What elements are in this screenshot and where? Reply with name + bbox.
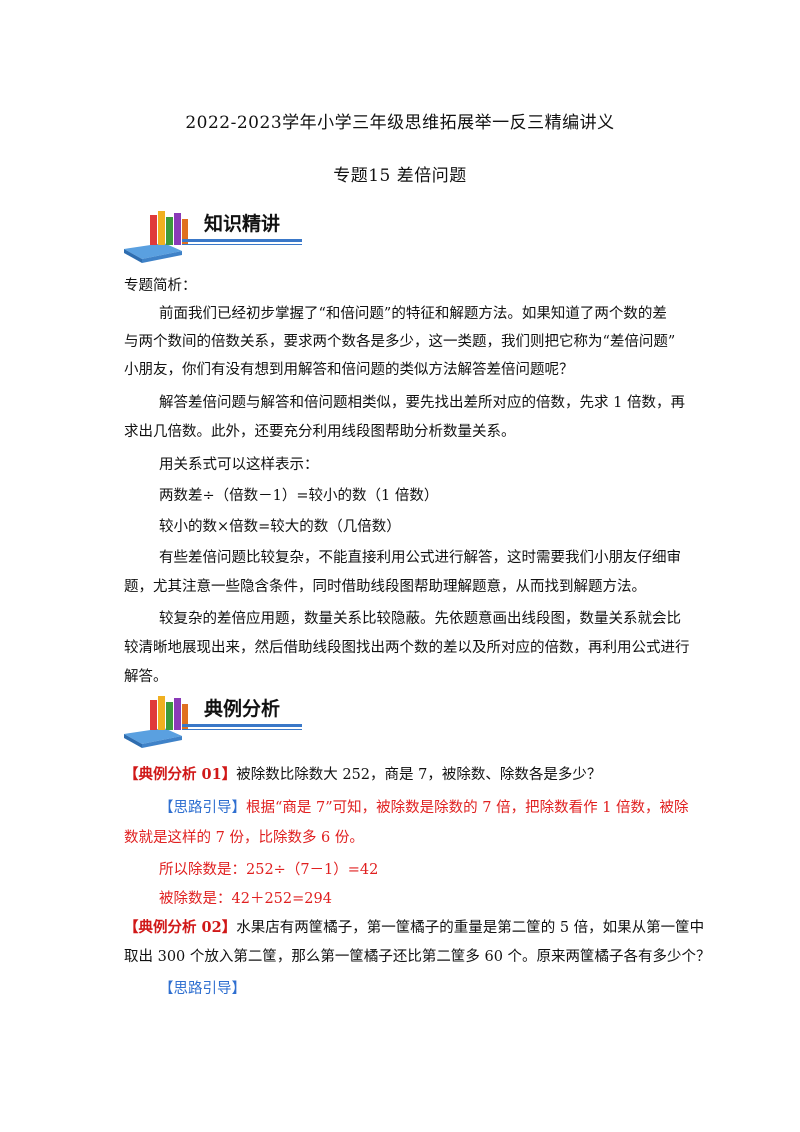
paragraph-line: 有些差倍问题比较复杂，不能直接利用公式进行解答，这时需要我们小朋友仔细审 [159, 550, 681, 566]
paragraph-line: 较复杂的差倍应用题，数量关系比较隐蔽。先依题意画出线段图，数量关系就会比 [159, 611, 681, 627]
paragraph-line: 解答差倍问题与解答和倍问题相类似，要先找出差所对应的倍数，先求 1 倍数，再 [159, 395, 685, 411]
example2-hint: 【思路引导】 [159, 979, 719, 999]
document-subtitle: 专题15 差倍问题 [333, 166, 467, 186]
example1-question: 【典例分析 01】被除数比除数大 252，商是 7，被除数、除数各是多少？ [124, 765, 684, 785]
question-text: 被除数比除数大 252，商是 7，被除数、除数各是多少？ [236, 767, 602, 783]
hint-text: 数就是这样的 7 份，比除数多 6 份。 [124, 830, 364, 846]
paragraph-line: 题，尤其注意一些隐含条件，同时借助线段图帮助理解题意，从而找到解题方法。 [124, 579, 646, 595]
intro-heading: 专题简析： [124, 278, 197, 294]
books-icon [124, 696, 188, 748]
paragraph-line: 前面我们已经初步掌握了“和倍问题”的特征和解题方法。如果知道了两个数的差 [159, 306, 667, 322]
section-underline [182, 239, 302, 242]
paragraph-line: 解答。 [124, 669, 168, 685]
paragraph-line: 用关系式可以这样表示： [159, 457, 319, 473]
books-icon [124, 211, 188, 263]
hint-tag: 【思路引导】 [159, 800, 246, 816]
document-title: 2022-2023学年小学三年级思维拓展举一反三精编讲义 [185, 113, 615, 133]
question-text: 取出 300 个放入第二筐，那么第一筐橘子还比第二筐多 60 个。原来两筐橘子各… [124, 949, 711, 965]
section-underline-thin [182, 244, 302, 245]
section-header-examples: 典例分析 [120, 690, 310, 750]
answer-line: 被除数是：42＋252=294 [159, 891, 332, 907]
paragraph-line: 小朋友，你们有没有想到用解答和倍问题的类似方法解答差倍问题呢？ [124, 362, 574, 378]
example2-question: 【典例分析 02】水果店有两筐橘子，第一筐橘子的重量是第二筐的 5 倍，如果从第… [124, 918, 704, 938]
hint-tag: 【思路引导】 [159, 981, 246, 997]
section-header-knowledge: 知识精讲 [120, 205, 310, 265]
paragraph-line: 求出几倍数。此外，还要充分利用线段图帮助分析数量关系。 [124, 424, 516, 440]
answer-line: 所以除数是：252÷（7－1）=42 [159, 862, 379, 878]
question-text: 水果店有两筐橘子，第一筐橘子的重量是第二筐的 5 倍，如果从第一筐中 [236, 920, 705, 936]
paragraph-line: 与两个数间的倍数关系，要求两个数各是多少，这一类题，我们则把它称为“差倍问题” [124, 334, 676, 350]
section-underline-thin [182, 729, 302, 730]
example1-hint: 【思路引导】根据“商是 7”可知，被除数是除数的 7 倍，把除数看作 1 倍数，… [159, 798, 719, 818]
section-underline [182, 724, 302, 727]
hint-text: 根据“商是 7”可知，被除数是除数的 7 倍，把除数看作 1 倍数，被除 [246, 800, 689, 816]
section-title: 典例分析 [204, 698, 281, 720]
example-tag: 【典例分析 01】 [124, 766, 237, 783]
section-title: 知识精讲 [204, 213, 281, 235]
formula-line: 两数差÷（倍数－1）=较小的数（1 倍数） [159, 488, 439, 504]
formula-line: 较小的数×倍数=较大的数（几倍数） [159, 519, 401, 535]
paragraph-line: 较清晰地展现出来，然后借助线段图找出两个数的差以及所对应的倍数，再利用公式进行 [124, 640, 690, 656]
example-tag: 【典例分析 02】 [124, 919, 237, 936]
